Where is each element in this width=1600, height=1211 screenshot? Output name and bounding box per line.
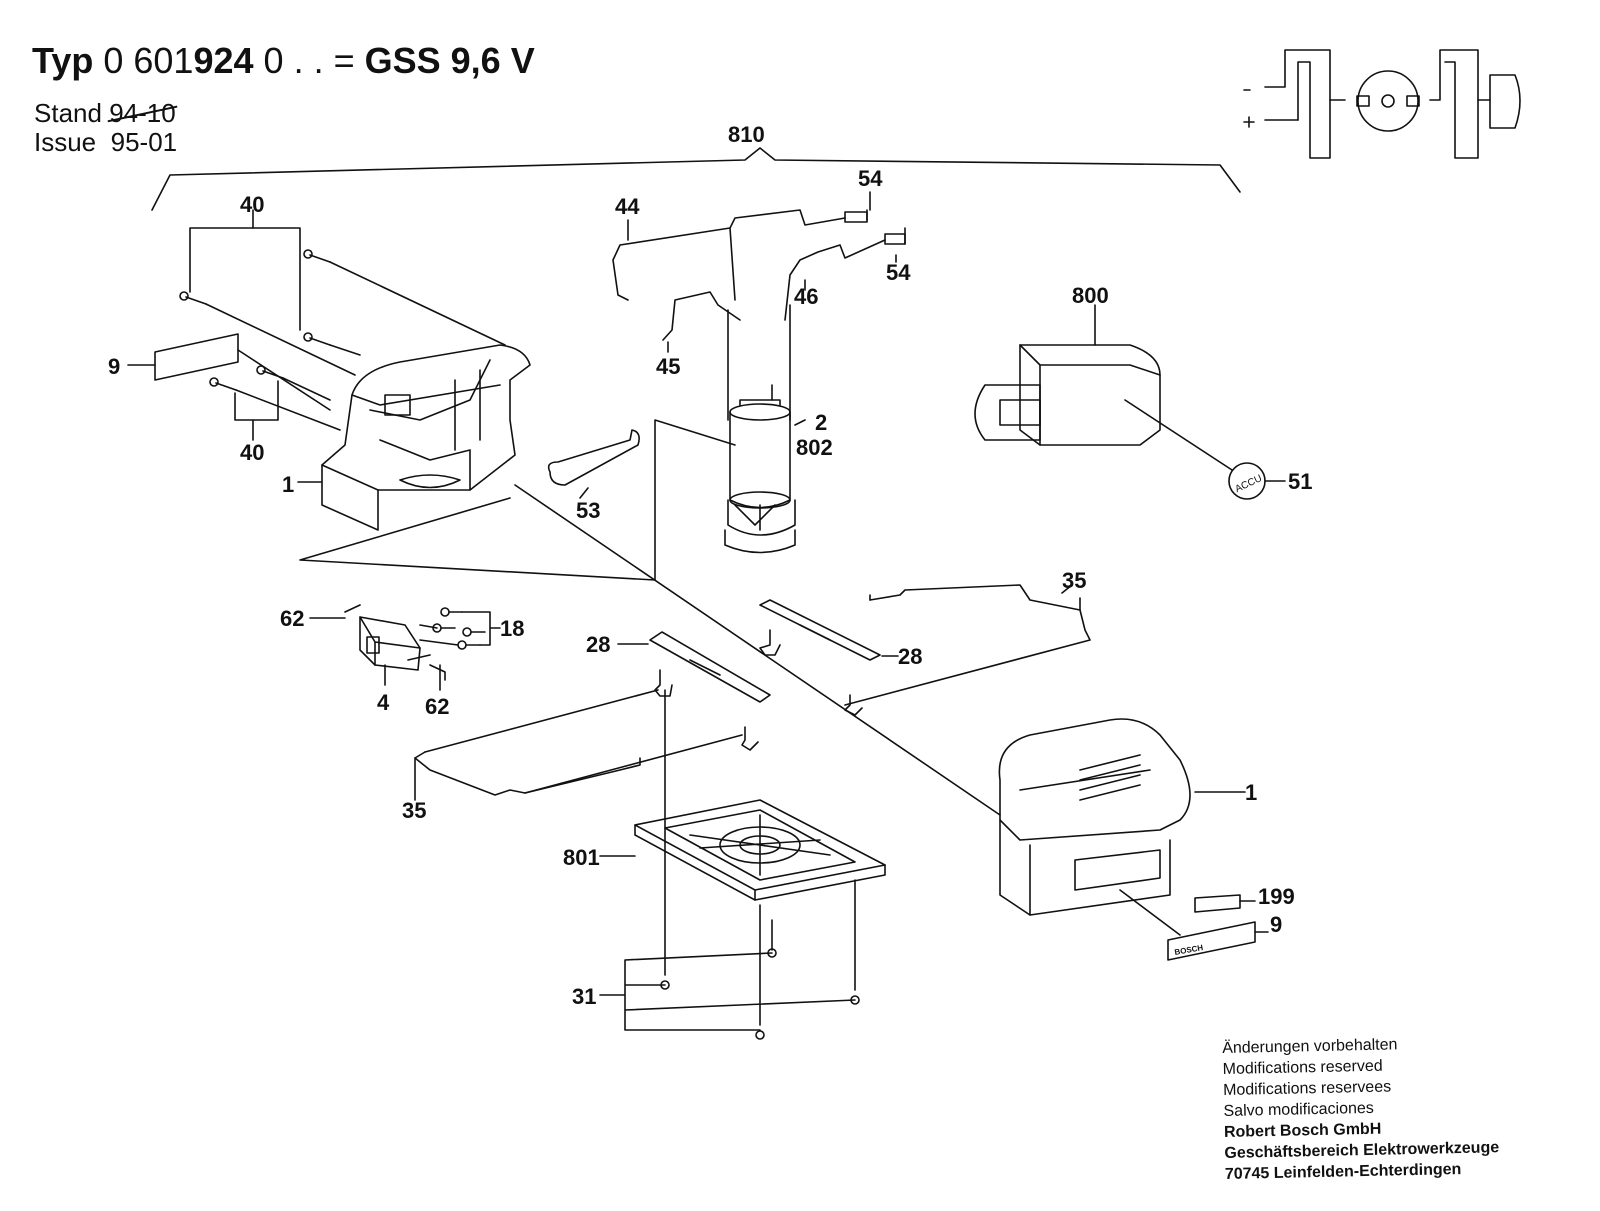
label-18: 18 <box>500 616 524 641</box>
part-labels: 810 40 40 9 1 44 54 54 46 45 2 802 53 80… <box>108 122 1312 1009</box>
wiring-schematic <box>1243 49 1521 159</box>
typ-number-part2: 0 . . = <box>263 40 355 81</box>
label-35-right: 35 <box>1062 568 1086 593</box>
label-40-bottom: 40 <box>240 440 264 465</box>
nameplate-9-left <box>154 333 239 381</box>
screws-40 <box>179 209 506 441</box>
spring-clip-35-right <box>844 584 1091 706</box>
document-title: Typ 0 601924 0 . . = GSS 9,6 V <box>32 40 535 82</box>
wire-45 <box>662 291 741 341</box>
label-62-bottom: 62 <box>425 694 449 719</box>
label-54-top: 54 <box>858 166 883 191</box>
label-28-right: 28 <box>898 644 922 669</box>
label-199 <box>1194 894 1241 913</box>
label-53: 53 <box>576 498 600 523</box>
label-199: 199 <box>1258 884 1295 909</box>
label-802: 802 <box>796 435 833 460</box>
label-1-left: 1 <box>282 472 294 497</box>
label-31: 31 <box>572 984 596 1009</box>
label-800: 800 <box>1072 283 1109 308</box>
connector-54-top <box>844 211 868 223</box>
motor-802 <box>724 304 806 554</box>
bracket-28-right <box>759 599 881 716</box>
switch-symbol-icon <box>1489 74 1521 129</box>
label-62-top: 62 <box>280 606 304 631</box>
label-1-right: 1 <box>1245 780 1257 805</box>
label-46: 46 <box>794 284 818 309</box>
spring-clip-35-left <box>414 751 641 796</box>
label-28-left: 28 <box>586 632 610 657</box>
label-51: 51 <box>1288 469 1312 494</box>
model-name: GSS 9,6 V <box>364 40 535 81</box>
typ-label: Typ <box>32 40 94 81</box>
label-54-bottom: 54 <box>886 260 911 285</box>
assembly-810-bracket <box>151 147 1241 211</box>
battery-pack-800 <box>974 304 1161 446</box>
label-2: 2 <box>815 410 827 435</box>
stand-label: Stand <box>34 98 102 128</box>
base-plate-801 <box>634 799 886 901</box>
label-810: 810 <box>728 122 765 147</box>
label-9-right: 9 <box>1270 912 1282 937</box>
handle-53 <box>547 429 640 486</box>
issue-value: 95-01 <box>110 127 178 157</box>
typ-number-bold: 924 <box>193 40 254 81</box>
label-4: 4 <box>377 690 390 715</box>
bracket-28-left <box>649 631 771 751</box>
issue-line: Issue 95-01 <box>34 127 177 158</box>
typ-number-part1: 0 601 <box>103 40 194 81</box>
stand-line: Stand 94-10 <box>34 98 176 129</box>
wire-46 <box>784 239 886 321</box>
label-40-top: 40 <box>240 192 264 217</box>
issue-label: Issue <box>34 127 97 157</box>
label-801: 801 <box>563 845 600 870</box>
screws-31 <box>599 689 860 1040</box>
footer-block: Änderungen vorbehalten Modifications res… <box>1222 1032 1500 1185</box>
label-35-left: 35 <box>402 798 426 823</box>
housing-assembled-right <box>998 718 1191 916</box>
connector-54-bottom <box>884 233 906 245</box>
accu-stamp-text: ACCU <box>1233 473 1263 495</box>
housing-half-left <box>321 344 531 531</box>
switch-assembly-4 <box>309 604 446 691</box>
label-9-left: 9 <box>108 354 120 379</box>
stand-value: 94-10 <box>109 98 176 128</box>
screws-18 <box>419 607 501 650</box>
nameplate-9-right <box>1167 921 1256 961</box>
assembly-outline <box>299 419 736 581</box>
label-45: 45 <box>656 354 680 379</box>
motor-symbol-icon <box>1357 70 1419 132</box>
label-44: 44 <box>615 194 640 219</box>
